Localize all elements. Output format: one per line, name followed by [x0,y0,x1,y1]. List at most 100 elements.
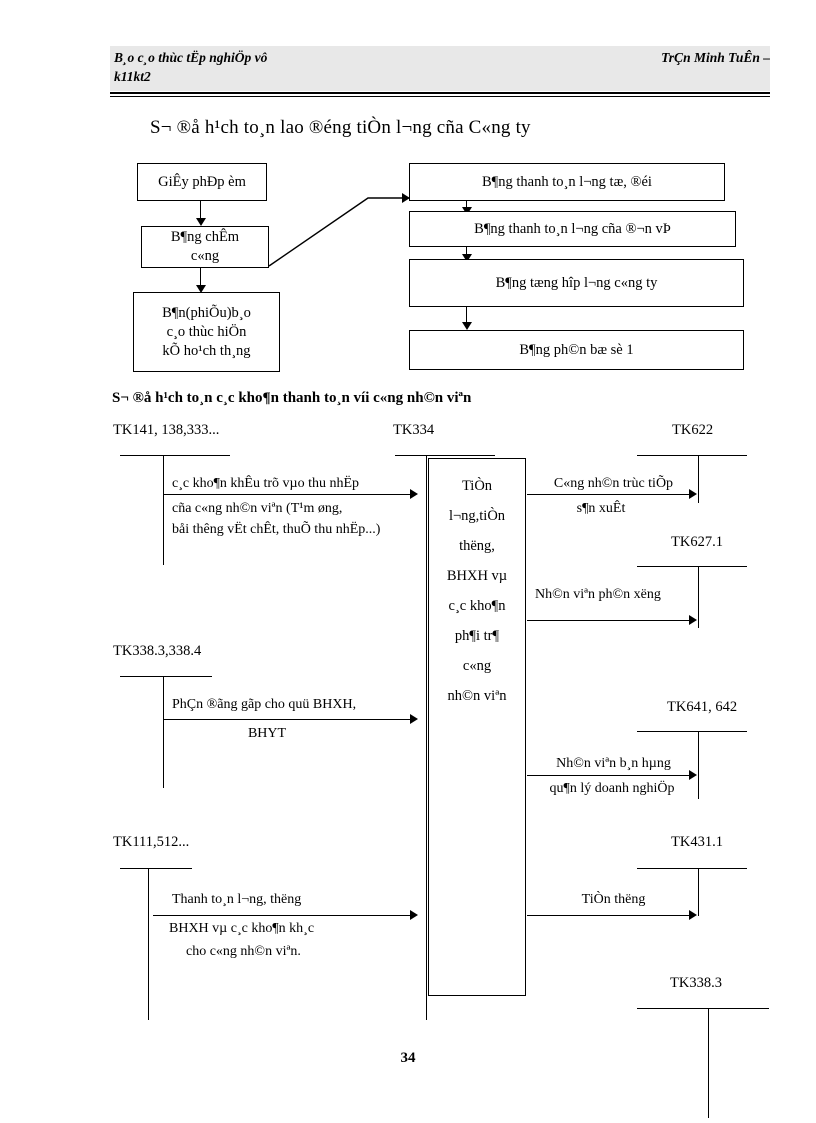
flow-box-giay-phep-om: GiÊy phÐp èm [137,163,267,201]
taccount-label-tk141: TK141, 138,333... [113,422,220,438]
caption-line: cho c«ng nh©n viªn. [186,944,301,959]
center-box-line: ph¶i tr¶ [454,628,500,644]
center-box-line: c«ng [462,658,492,674]
flow-arrow-line-1 [200,201,202,221]
taccount-label-tk6271: TK627.1 [671,534,723,550]
taccount-stem-tk4311 [698,868,699,916]
taccount-rule-tk141 [120,455,230,456]
taccount-rule-tk641 [637,731,747,732]
flow-box-bang-tong-hop-luong: B¶ng tæng hîp l­¬ng c«ng ty [409,259,744,307]
taccount-label-tk3383: TK338.3,338.4 [113,643,202,659]
header-left-line2: k11kt2 [114,69,151,84]
taccount-arrowhead-tk6271 [689,615,697,625]
taccount-caption-tk641: Nh©n viªn b¸n hµng [531,753,696,774]
taccount-stem-tk3383 [163,676,164,788]
flow-box-label: B¶ng ph©n bæ sè 1 [519,341,634,358]
taccount-arrowhead-tk4311 [689,910,697,920]
taccount-stem-tk3383-right [708,1008,709,1118]
taccount-center-box: TiÒn l­¬ng,tiÒn th­ëng, BHXH vµ c¸c kho¶… [428,458,526,996]
flow-connector-diagonal [268,197,411,267]
caption-line: TiÒn th­ëng [581,892,646,907]
flow-box-label: B¶ng thanh to¸n l­¬ng cña ®¬n vÞ [474,220,671,237]
flow-box-label: B¶ng chÊm c«ng [170,229,240,264]
taccount-arrowhead-tk141 [410,489,418,499]
taccount-rule-tk3383-right [637,1008,769,1009]
header-band [110,46,770,91]
flow-arrowhead-2 [196,285,206,293]
flow-box-label: B¶ng tæng hîp l­¬ng c«ng ty [495,274,658,291]
taccount-caption-tk622-cont: s¶n xuÊt [531,498,671,519]
flow-arrow-line-5 [466,307,468,325]
taccount-flow-line-tk622 [527,494,692,495]
caption-line: Thanh to¸n l­¬ng, th­ëng [172,892,302,907]
flow-arrowhead-1 [196,218,206,226]
taccount-caption-tk141-cont: cña c«ng nh©n viªn (T¹m øng, båi th­êng … [172,498,434,540]
taccount-label-tk3383-right: TK338.3 [670,975,722,991]
taccount-flow-line-tk4311 [527,915,692,916]
flowchart-title: S¬ ®å h¹ch to¸n lao ®éng tiÒn l­¬ng cña … [150,117,531,138]
flow-arrowhead-diagonal [402,193,410,203]
header-rule-thick [110,92,770,94]
taccount-rule-tk622 [637,455,747,456]
taccount-stem-tk111 [148,868,149,1020]
caption-line: Nh©n viªn b¸n hµng [556,756,671,771]
header-rule-thin [110,96,770,97]
caption-line: BHYT [247,726,287,741]
taccount-arrowhead-tk111 [410,910,418,920]
center-box-line: l­¬ng,tiÒn [448,508,506,524]
taccount-stem-tk622 [698,455,699,503]
taccount-label-tk4311: TK431.1 [671,834,723,850]
flow-arrowhead-4 [462,254,472,262]
taccount-rule-center [395,455,495,456]
taccount-rule-tk4311 [637,868,747,869]
taccount-rule-tk3383 [120,676,212,677]
caption-line: c¸c kho¶n khÊu trõ vµo thu nhËp [172,476,360,491]
taccount-label-center-tk334: TK334 [393,422,435,438]
header-left-line1: B¸o c¸o thùc tËp nghiÖp vô [114,50,268,65]
taccount-flow-line-tk111 [153,915,413,916]
taccount-caption-tk141: c¸c kho¶n khÊu trõ vµo thu nhËp [172,473,427,494]
flow-arrow-line-2 [200,268,202,288]
center-box-line: c¸c kho¶n [448,598,506,614]
taccount-stem-tk141 [163,455,164,565]
caption-line: C«ng nh©n trùc tiÕp [553,476,674,491]
taccount-arrowhead-tk622 [689,489,697,499]
flow-box-label: B¶ng thanh to¸n l­¬ng tæ, ®éi [482,173,652,190]
flow-arrow-line-4 [466,247,468,259]
taccount-label-tk641: TK641, 642 [667,699,738,715]
taccount-flow-line-tk3383 [163,719,413,720]
taccount-caption-tk641-cont: qu¶n lý doanh nghiÖp [528,778,696,799]
taccount-stem-tk6271 [698,566,699,628]
taccount-flow-line-tk641 [527,775,692,776]
caption-line: cña c«ng nh©n viªn (T¹m øng, [172,501,343,516]
taccount-flow-line-tk141 [163,494,413,495]
taccount-stem-tk641 [698,731,699,799]
taccount-stem-center [426,455,427,1020]
caption-line: BHXH vµ c¸c kho¶n kh¸c [169,921,315,936]
flow-arrowhead-5 [462,322,472,330]
taccount-arrowhead-tk3383 [410,714,418,724]
header-left-text: B¸o c¸o thùc tËp nghiÖp vô k11kt2 [114,48,544,86]
flow-box-label: GiÊy phÐp èm [158,173,246,190]
flow-box-bang-phan-bo-so-1: B¶ng ph©n bæ sè 1 [409,330,744,370]
caption-line: s¶n xuÊt [576,501,626,516]
taccount-caption-tk4311: TiÒn th­ëng [531,889,696,910]
caption-line: qu¶n lý doanh nghiÖp [549,781,675,796]
taccount-caption-tk3383-cont: BHYT [172,723,362,744]
page-number: 34 [400,1050,416,1066]
flow-box-bang-thanh-toan-luong-don-vi: B¶ng thanh to¸n l­¬ng cña ®¬n vÞ [409,211,736,247]
caption-line: PhÇn ®ãng gãp cho quü BHXH, [172,697,357,712]
taccount-label-tk111: TK111,512... [113,834,190,850]
center-box-line: BHXH vµ [446,568,508,584]
header-right-text: TrÇn Minh TuÊn – [661,50,770,65]
taccount-caption-tk622: C«ng nh©n trùc tiÕp [531,473,696,494]
taccount-label-tk622: TK622 [672,422,714,438]
taccount-rule-tk111 [120,868,192,869]
taccount-caption-tk111: Thanh to¸n l­¬ng, th­ëng [172,889,422,910]
taccount-caption-tk3383: PhÇn ®ãng gãp cho quü BHXH, [172,694,422,715]
flow-arrow-line-3 [466,201,468,211]
caption-line: Nh©n viªn ph©n x­ëng [535,587,661,602]
taccount-caption-tk6271: Nh©n viªn ph©n x­ëng [535,584,710,605]
center-box-line: nh©n viªn [447,688,507,704]
